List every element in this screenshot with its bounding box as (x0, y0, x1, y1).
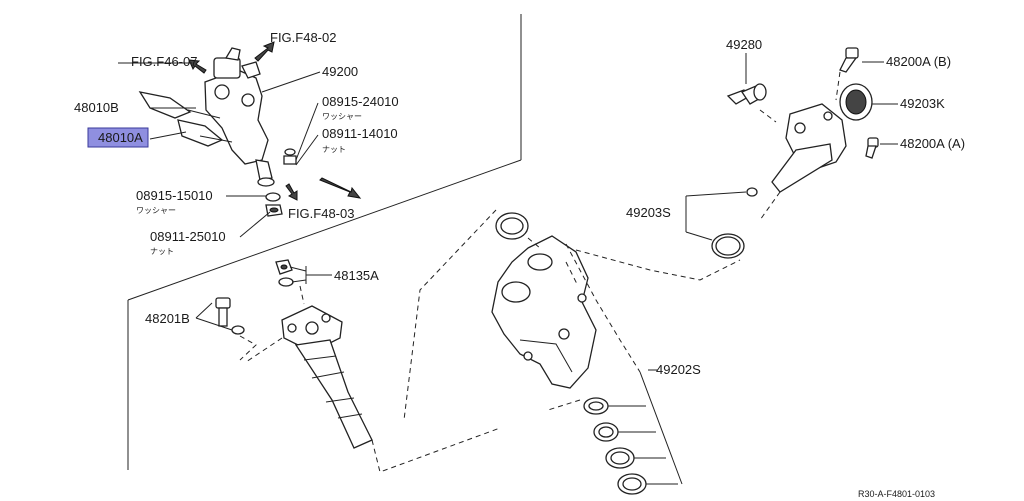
label-49200[interactable]: 49200 (322, 64, 358, 79)
label-49280[interactable]: 49280 (726, 37, 762, 52)
label-fig-f48-03[interactable]: FIG.F48-03 (288, 206, 354, 221)
sublabel-washer-1: ワッシャー (322, 112, 362, 121)
sublabel-nut-2: ナット (150, 247, 174, 256)
label-49203s[interactable]: 49203S (626, 205, 671, 220)
label-48200a-a[interactable]: 48200A (A) (900, 136, 965, 151)
sublabel-nut-1: ナット (322, 145, 346, 154)
label-08915-24010[interactable]: 08915-24010 (322, 94, 399, 109)
label-49203k[interactable]: 49203K (900, 96, 945, 111)
label-48201b[interactable]: 48201B (145, 311, 190, 326)
label-48200a-b[interactable]: 48200A (B) (886, 54, 951, 69)
label-48135a[interactable]: 48135A (334, 268, 379, 283)
sublabel-washer-2: ワッシャー (136, 206, 176, 215)
label-fig-f46-07[interactable]: FIG.F46-07 (131, 54, 197, 69)
label-48010a[interactable]: 48010A (98, 130, 143, 145)
gear-housing-drawing (491, 212, 597, 389)
inset-divider-diagonal (127, 159, 522, 301)
label-48010b[interactable]: 48010B (74, 100, 119, 115)
figure-code: R30-A-F4801-0103 (858, 489, 935, 499)
label-08915-15010[interactable]: 08915-15010 (136, 188, 213, 203)
highlight-box-48010a (87, 127, 149, 148)
valve-body-drawing (711, 47, 879, 259)
seal-kit-49202s-drawing (583, 397, 647, 495)
sector-shaft-drawing (215, 259, 373, 449)
steering-gear-assembly-drawing (138, 41, 362, 217)
label-49202s[interactable]: 49202S (656, 362, 701, 377)
label-08911-25010[interactable]: 08911-25010 (150, 229, 226, 244)
label-08911-14010[interactable]: 08911-14010 (322, 126, 398, 141)
label-fig-f48-02[interactable]: FIG.F48-02 (270, 30, 336, 45)
